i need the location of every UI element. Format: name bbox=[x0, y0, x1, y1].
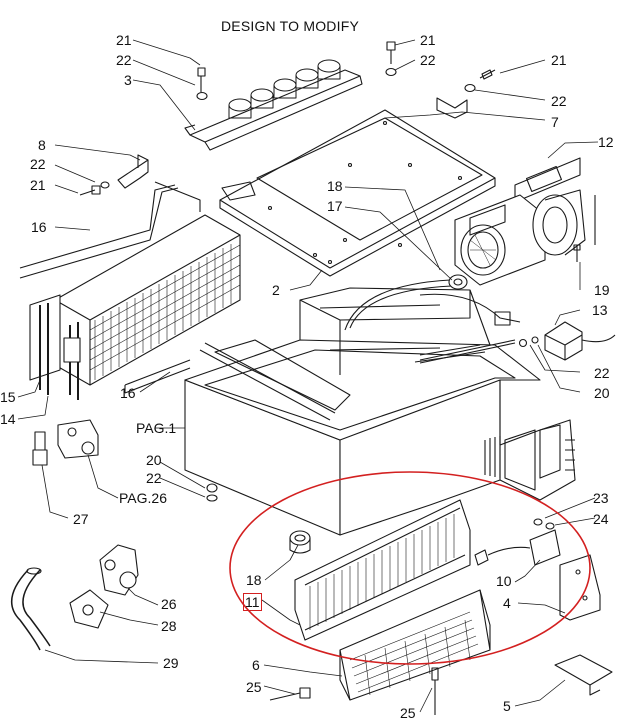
callout-29: 29 bbox=[163, 655, 179, 671]
callout-16: 16 bbox=[31, 219, 47, 235]
callout-20: 20 bbox=[146, 452, 162, 468]
callout-3: 3 bbox=[124, 72, 132, 88]
callout-22: 22 bbox=[594, 365, 610, 381]
housing-box bbox=[184, 287, 576, 536]
callout-6: 6 bbox=[252, 657, 260, 673]
louvre-panel bbox=[339, 589, 491, 701]
callout-22: 22 bbox=[116, 52, 132, 68]
ref-pag-26: PAG.26 bbox=[119, 490, 167, 506]
relay-part bbox=[529, 529, 561, 566]
callout-25: 25 bbox=[246, 679, 262, 695]
bolt-icon bbox=[79, 185, 101, 196]
callout-4: 4 bbox=[503, 595, 511, 611]
radiator-icon bbox=[29, 214, 241, 400]
washer-icon bbox=[448, 274, 468, 290]
callout-24: 24 bbox=[593, 511, 609, 527]
washer-icon bbox=[464, 83, 476, 93]
pipe-hose-upper bbox=[19, 184, 179, 279]
callout-21: 21 bbox=[551, 52, 567, 68]
callout-22: 22 bbox=[420, 52, 436, 68]
washer-icon bbox=[206, 494, 218, 502]
callout-18: 18 bbox=[327, 178, 343, 194]
fitting-27 bbox=[32, 431, 48, 466]
washer-icon bbox=[289, 530, 311, 546]
cover-plate bbox=[219, 109, 496, 277]
bolt-icon bbox=[197, 67, 206, 92]
hose-icon bbox=[11, 569, 51, 651]
washer-icon bbox=[385, 67, 397, 77]
blower-icon bbox=[454, 157, 596, 286]
callout-2: 2 bbox=[272, 282, 280, 298]
page-title: DESIGN TO MODIFY bbox=[220, 18, 360, 34]
callout-16: 16 bbox=[120, 385, 136, 401]
callout-13: 13 bbox=[592, 302, 608, 318]
bolt-icon bbox=[386, 41, 396, 64]
callout-21: 21 bbox=[116, 32, 132, 48]
callout-7: 7 bbox=[551, 114, 559, 130]
gasket-28 bbox=[69, 589, 109, 629]
washer-icon bbox=[100, 181, 110, 189]
bracket-icon bbox=[436, 97, 468, 119]
callout-23: 23 bbox=[593, 490, 609, 506]
callout-14: 14 bbox=[0, 411, 16, 427]
callout-20: 20 bbox=[594, 385, 610, 401]
callout-8: 8 bbox=[38, 137, 46, 153]
callout-22: 22 bbox=[551, 93, 567, 109]
callout-19: 19 bbox=[594, 282, 610, 298]
callout-28: 28 bbox=[161, 618, 177, 634]
callout-21: 21 bbox=[420, 32, 436, 48]
bolt-icon bbox=[269, 687, 311, 701]
switch-panel-bracket bbox=[184, 59, 363, 151]
washer-icon bbox=[533, 518, 543, 526]
bracket-icon bbox=[559, 554, 601, 621]
washer-icon bbox=[518, 338, 528, 348]
callout-18: 18 bbox=[246, 572, 262, 588]
bracket-icon bbox=[117, 154, 149, 189]
callout-10: 10 bbox=[496, 573, 512, 589]
callout-26: 26 bbox=[161, 596, 177, 612]
callout-15: 15 bbox=[0, 389, 16, 405]
washer-icon bbox=[545, 522, 555, 530]
ref-pag-1: PAG.1 bbox=[136, 420, 177, 436]
washer-icon bbox=[196, 91, 208, 101]
callout-22: 22 bbox=[146, 470, 162, 486]
bolt-icon bbox=[573, 244, 581, 262]
callout-27: 27 bbox=[73, 511, 89, 527]
callout-17: 17 bbox=[327, 198, 343, 214]
callout-25: 25 bbox=[400, 705, 416, 721]
grille-icon bbox=[294, 499, 471, 641]
callout-5: 5 bbox=[503, 698, 511, 714]
highlight-ellipse bbox=[229, 471, 591, 665]
callout-12: 12 bbox=[598, 134, 614, 150]
callout-22: 22 bbox=[30, 156, 46, 172]
washer-icon bbox=[206, 483, 218, 493]
bolt-icon bbox=[479, 69, 496, 80]
bolt-icon bbox=[431, 667, 439, 715]
valve-26 bbox=[99, 544, 139, 596]
callout-11-highlighted: 11 bbox=[243, 593, 262, 611]
callout-21: 21 bbox=[30, 177, 46, 193]
clip-part bbox=[554, 654, 613, 696]
resistor-part bbox=[544, 321, 616, 361]
